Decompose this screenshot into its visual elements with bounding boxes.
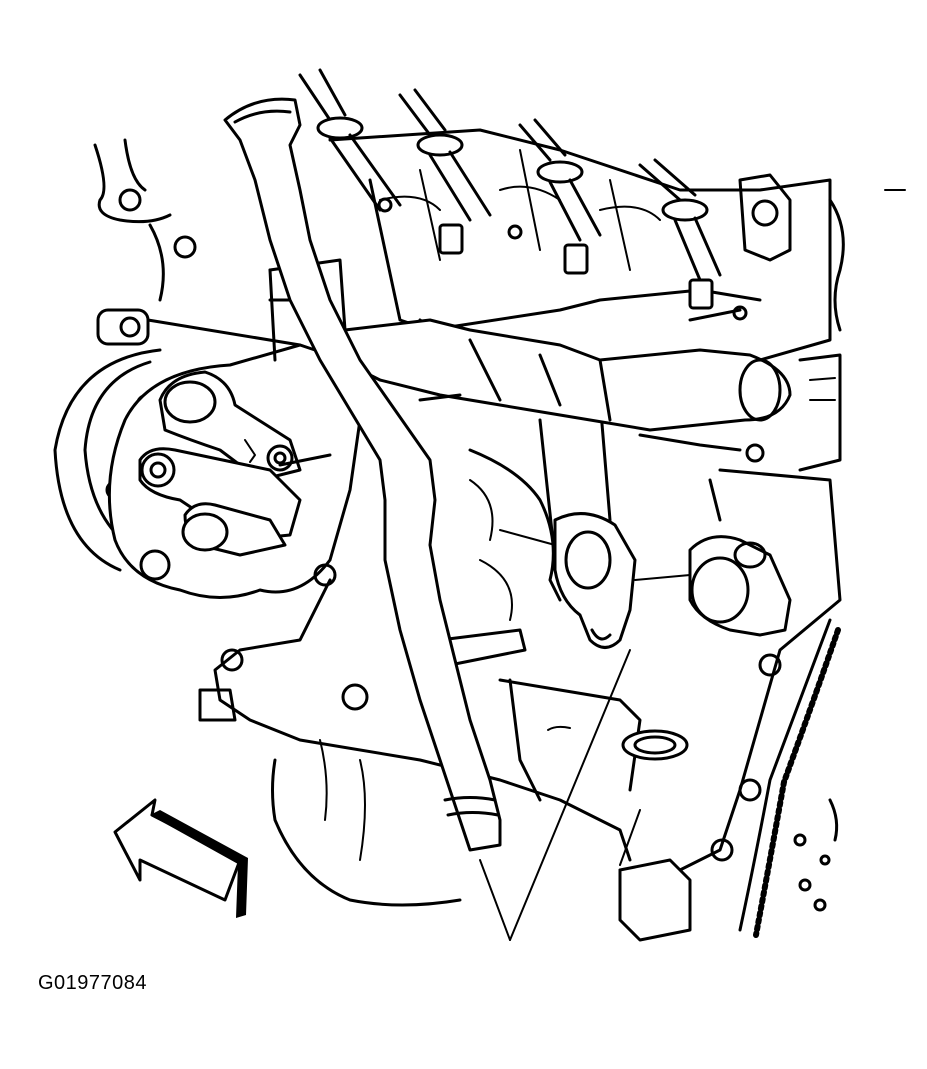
water-pump <box>107 343 362 599</box>
oil-fill-cap <box>621 729 689 761</box>
coolant-bypass-pipe <box>338 318 792 432</box>
engine-block <box>198 258 642 907</box>
fasteners <box>278 305 765 467</box>
coolant-tube <box>223 97 502 852</box>
view-arrow-icon <box>113 798 248 918</box>
figure-id-label: G01977084 <box>38 972 148 994</box>
injector-fittings <box>377 197 714 310</box>
timing-cover <box>93 138 342 362</box>
spark-plug-boots <box>316 116 722 282</box>
flywheel-teeth <box>738 618 841 938</box>
coolant-ports <box>499 512 792 649</box>
callout-leaders <box>479 649 641 941</box>
spark-plug-wires <box>298 68 697 202</box>
rear-cover <box>618 353 842 942</box>
